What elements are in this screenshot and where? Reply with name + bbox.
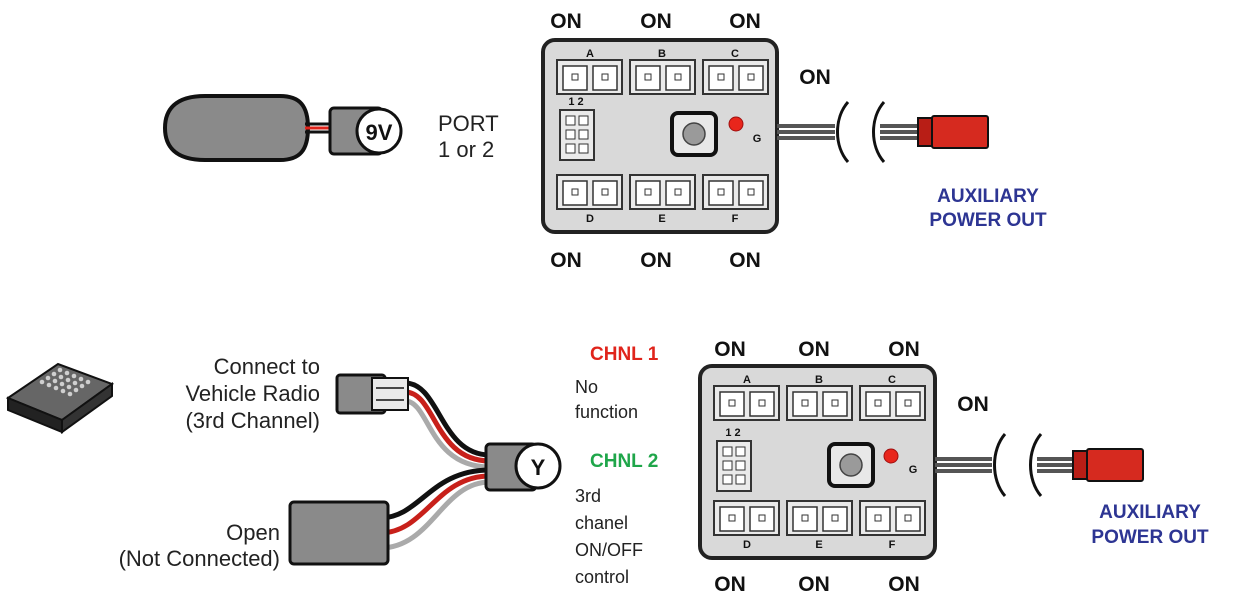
power-port-label: 1 2 [568,96,583,108]
port-c [702,59,769,95]
power-port-2-label: 1 2 [725,427,740,439]
port-f-label: F [732,213,739,225]
radio-label-line3: (3rd Channel) [185,408,320,433]
aux-connector [931,115,989,149]
chnl2-label: CHNL 2 [590,451,658,472]
chnl2-desc-line2: chanel [575,513,628,533]
chnl1-desc-line2: function [575,402,638,422]
bottom-diagram: Connect to Vehicle Radio (3rd Channel) O… [5,338,1209,596]
chnl2-desc-line3: ON/OFF [575,540,643,560]
aux-label-2-line2: POWER OUT [1091,527,1209,548]
chnl2-desc-line4: control [575,567,629,587]
aux-label-2-line1: AUXILIARY [1099,502,1201,523]
port-b-2 [786,385,853,421]
controller-box: A B C [541,38,779,234]
on-label-aux: ON [799,66,831,89]
port-d [556,174,623,210]
on-label-a: ON [550,10,582,33]
led-label: G [753,133,762,145]
y-junction: Y [484,442,562,492]
battery-label-badge [355,107,403,155]
on-label-c: ON [729,10,761,33]
port-label-line2: 1 or 2 [438,137,494,162]
aux-connector-2 [1086,448,1144,482]
battery-9v: 9V [162,94,403,162]
radio-label-line1: Connect to [214,354,320,379]
on-label-b: ON [640,10,672,33]
chnl1-desc-line1: No [575,377,598,397]
port-e-2-label: E [815,539,822,551]
port-b-2-label: B [815,374,823,386]
port-a [556,59,623,95]
port-f-2-label: F [889,539,896,551]
controller-box-2: A B C [698,364,937,560]
aux-cable [777,101,989,163]
port-label-line1: PORT [438,111,499,136]
status-led-2 [883,448,899,464]
port-f-2 [859,500,926,536]
on-label-d-2: ON [714,573,746,596]
port-d-2 [713,500,780,536]
port-d-2-label: D [743,539,751,551]
open-label-line2: (Not Connected) [119,546,280,571]
battery-label: 9V [366,120,393,145]
port-a-label: A [586,48,594,60]
port-e-label: E [658,213,665,225]
open-connector [288,500,390,566]
y-cable [379,380,491,551]
port-c-2 [859,385,926,421]
push-button[interactable] [670,111,718,157]
on-label-a-2: ON [714,338,746,361]
port-b-label: B [658,48,666,60]
port-a-2 [713,385,780,421]
on-label-d: ON [550,249,582,272]
on-label-aux-2: ON [957,393,989,416]
port-f [702,174,769,210]
radio-receiver [5,362,115,434]
aux-label-line1: AUXILIARY [937,186,1039,207]
on-label-e-2: ON [798,573,830,596]
power-port-2 [716,440,752,492]
on-label-f: ON [729,249,761,272]
y-label: Y [531,455,546,480]
aux-cable-2 [935,433,1144,497]
open-label-line1: Open [226,520,280,545]
port-e [629,174,696,210]
radio-plug [335,373,409,415]
on-label-f-2: ON [888,573,920,596]
led-2-label: G [909,464,918,476]
port-a-2-label: A [743,374,751,386]
chnl2-desc-line1: 3rd [575,486,601,506]
push-button-2[interactable] [827,442,875,488]
on-label-c-2: ON [888,338,920,361]
port-b [629,59,696,95]
port-d-label: D [586,213,594,225]
radio-label-line2: Vehicle Radio [185,381,320,406]
status-led [728,116,744,132]
aux-label-line2: POWER OUT [929,210,1047,231]
chnl1-label: CHNL 1 [590,344,659,365]
port-c-2-label: C [888,374,896,386]
port-e-2 [786,500,853,536]
power-port [559,109,595,161]
top-diagram: 9V PORT 1 or 2 ON ON ON ON ON ON ON [162,10,1047,272]
on-label-b-2: ON [798,338,830,361]
on-label-e: ON [640,249,672,272]
port-c-label: C [731,48,739,60]
